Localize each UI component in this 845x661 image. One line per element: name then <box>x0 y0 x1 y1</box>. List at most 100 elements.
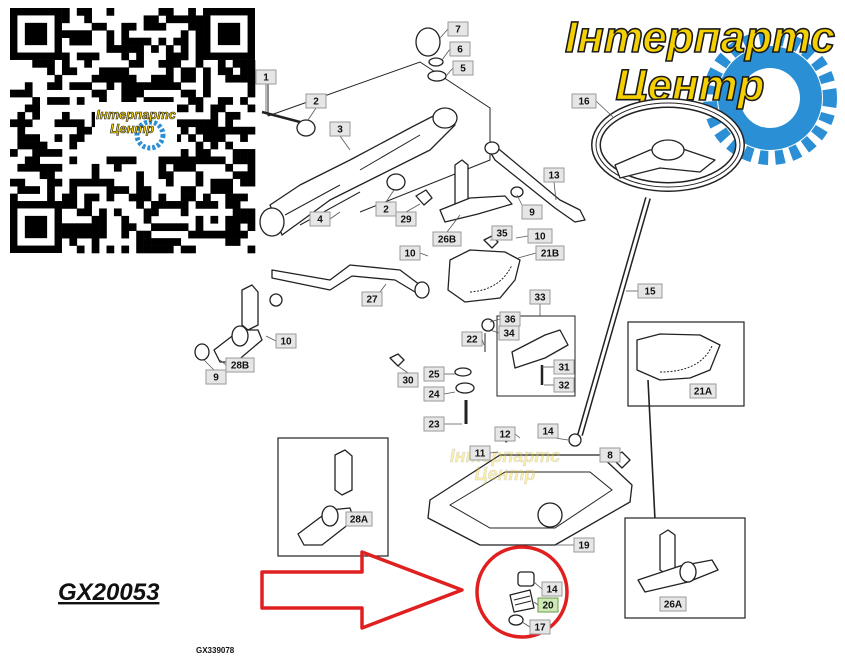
support-bracket-19 <box>427 454 633 546</box>
callout-label: 14 <box>546 585 558 596</box>
arm-bushing <box>269 293 283 307</box>
callout-c10a: 10 <box>399 245 429 261</box>
callout-label: 21A <box>694 387 712 398</box>
bushing-14 <box>568 433 582 447</box>
callout-label: 7 <box>455 25 461 36</box>
leader-line <box>307 107 317 121</box>
callout-box <box>543 167 565 183</box>
gear-icon <box>703 31 837 165</box>
leader-line <box>379 283 387 293</box>
figure-code: GX339078 <box>196 646 235 655</box>
callout-box <box>535 245 565 261</box>
callout-c33: 33 <box>529 289 551 316</box>
callout-box <box>529 619 551 635</box>
callout-c2a: 2 <box>305 93 327 121</box>
tie-rod-13 <box>485 144 586 223</box>
qr-logo-line2: Центр <box>110 121 154 136</box>
leader-line <box>439 28 449 39</box>
tie-rod-end <box>484 141 500 155</box>
part-20 <box>509 589 535 613</box>
bushing-2a <box>296 119 316 137</box>
leader-line <box>446 214 461 233</box>
callout-label: 10 <box>404 249 416 260</box>
nut-7 <box>415 27 441 57</box>
callout-label: 13 <box>548 171 560 182</box>
callout-label: 16 <box>578 97 590 108</box>
callout-c4: 4 <box>309 211 341 227</box>
part-17 <box>508 614 524 626</box>
callout-box <box>423 416 445 432</box>
callout-label: 22 <box>466 335 478 346</box>
bushing-2b <box>386 173 406 191</box>
brand-logo: Інтерпартс Центр <box>564 12 837 165</box>
callout-label: 17 <box>534 623 546 634</box>
inset-28a <box>277 437 389 557</box>
leader-line <box>419 252 429 257</box>
callout-label: 19 <box>578 541 590 552</box>
callout-box <box>305 93 327 109</box>
leader-line <box>533 581 543 590</box>
leader-line <box>595 100 615 119</box>
callout-label: 36 <box>504 315 516 326</box>
callout-label: 33 <box>534 293 546 304</box>
callout-box <box>689 383 717 399</box>
callout-c20: 20 <box>533 597 559 613</box>
callout-label: 29 <box>400 215 412 226</box>
callout-c13: 13 <box>543 167 565 201</box>
nut-29 <box>415 189 433 206</box>
callout-label: 26B <box>438 235 456 246</box>
qr-center-logo: Інтерпартс Центр <box>95 102 177 151</box>
callout-label: 28A <box>350 515 368 526</box>
callout-c23: 23 <box>423 416 462 432</box>
callout-c14a: 14 <box>537 423 569 441</box>
callout-box <box>423 366 445 382</box>
callout-label: 8 <box>607 451 613 462</box>
callout-box <box>225 357 255 373</box>
leader-line <box>203 359 215 371</box>
drag-link-end <box>414 281 430 299</box>
leader-line <box>515 235 529 239</box>
callout-c11: 11 <box>469 445 499 461</box>
callout-label: 11 <box>475 449 486 460</box>
callout-c21a: 21A <box>689 383 717 399</box>
callout-c17: 17 <box>521 619 551 635</box>
leader-line <box>385 189 395 203</box>
callout-layer: 122345678991010101112131414151617192021A… <box>203 21 717 635</box>
callout-box <box>553 377 575 393</box>
callout-box <box>205 369 227 385</box>
callout-box <box>397 372 419 388</box>
callout-box <box>255 69 277 85</box>
leader-line <box>533 601 539 606</box>
callout-box <box>395 211 417 227</box>
qr-code <box>10 8 256 254</box>
callout-box <box>345 511 373 527</box>
sector-gear-21b <box>447 249 521 303</box>
part-code: GX20053 <box>58 579 160 606</box>
callout-c35: 35 <box>490 225 513 241</box>
callout-box <box>499 311 521 327</box>
callout-label: 4 <box>317 215 323 226</box>
washer-6 <box>428 57 444 67</box>
axle-frame-outline <box>267 61 491 213</box>
callout-c14b: 14 <box>533 581 563 597</box>
leader-line <box>397 365 409 374</box>
leader-line <box>489 451 499 454</box>
leader-line <box>329 211 341 220</box>
leader-line <box>443 391 456 395</box>
leader-line <box>265 335 277 342</box>
bracket-hole <box>537 502 563 528</box>
leader-line <box>489 329 500 334</box>
callout-label: 9 <box>213 373 219 384</box>
bolt-1 <box>261 110 301 124</box>
callout-label: 31 <box>558 363 570 374</box>
callout-label: 14 <box>542 427 554 438</box>
callout-c34: 34 <box>489 325 520 341</box>
callout-c30: 30 <box>397 365 419 388</box>
callout-label: 28B <box>231 361 249 372</box>
bolt-30 <box>389 353 405 367</box>
bushing-25 <box>454 367 472 377</box>
leader-line <box>514 433 521 439</box>
callout-box <box>399 245 421 261</box>
callout-label: 1 <box>263 73 269 84</box>
